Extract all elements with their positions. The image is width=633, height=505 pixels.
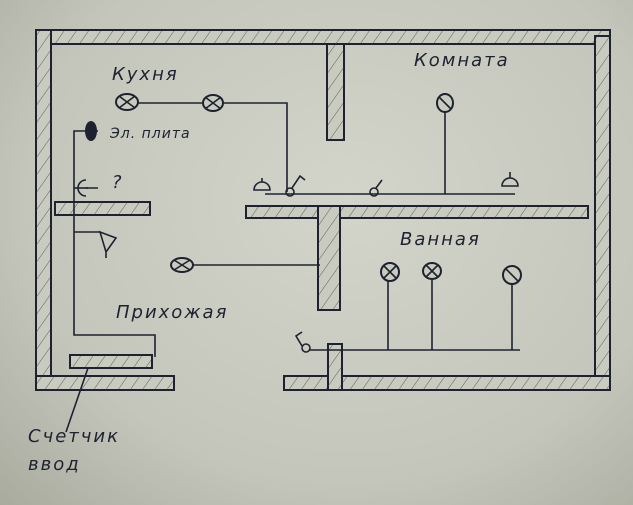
- switch-icon: [369, 179, 383, 197]
- switch-icon: [285, 174, 306, 197]
- stove-label: Эл. плита: [109, 126, 191, 142]
- input-label: ввод: [28, 454, 81, 475]
- ceiling-lamp-icons: [115, 93, 522, 285]
- socket-icon: [501, 172, 519, 187]
- bathroom-label: Ванная: [400, 229, 481, 250]
- hallway-label: Прихожая: [116, 302, 228, 323]
- lamp-icon: [502, 265, 522, 285]
- meter-box: [69, 354, 153, 369]
- kitchen-label: Кухня: [112, 64, 179, 85]
- lamp-icon: [380, 262, 400, 282]
- lamp-icon: [115, 93, 139, 111]
- lamp-icon: [170, 257, 194, 273]
- lamp-icon: [202, 94, 224, 112]
- lamp-icon: [422, 262, 442, 280]
- stove-socket-icon: [85, 121, 97, 141]
- question-mark: ?: [112, 172, 124, 193]
- room-label: Комната: [414, 50, 510, 71]
- socket-icon: [98, 230, 118, 258]
- wiring: [65, 102, 520, 433]
- switch-icon: [294, 331, 311, 353]
- socket-icon: [253, 178, 271, 191]
- lamp-icon: [436, 93, 454, 113]
- socket-icon: [77, 179, 98, 197]
- socket-icons: [77, 121, 519, 258]
- switch-icons: [285, 174, 383, 353]
- meter-label: Счетчик: [28, 426, 120, 447]
- walls: [35, 29, 611, 391]
